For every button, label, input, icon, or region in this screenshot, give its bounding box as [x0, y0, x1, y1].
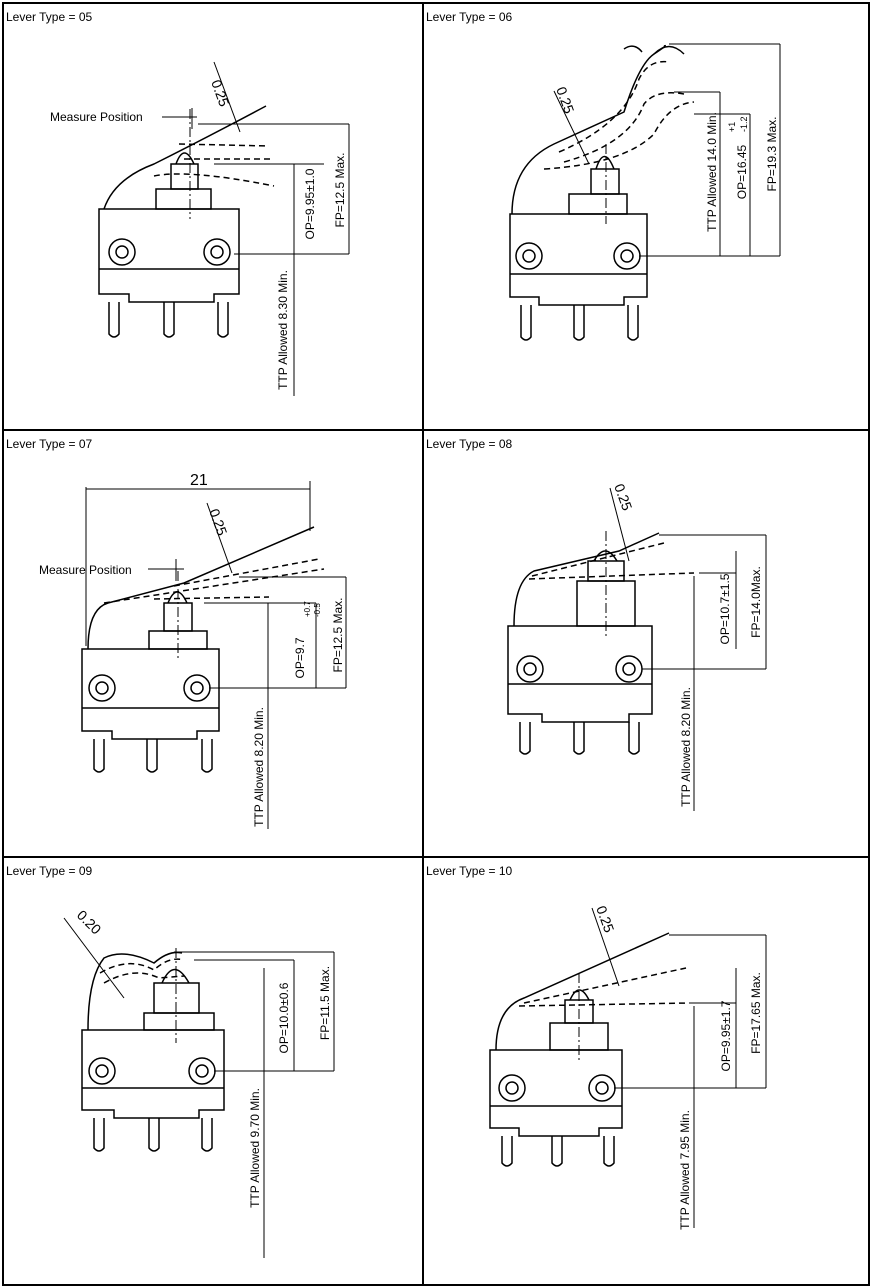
panel-lever-07: Lever Type = 07 [4, 431, 422, 856]
panel-title: Lever Type = 08 [426, 437, 513, 451]
fp-dimension: FP=17.65 Max. [749, 972, 763, 1054]
op-tolerance-upper: +1 [727, 122, 737, 132]
fp-dimension: FP=12.5 Max. [331, 597, 345, 672]
panel-title: Lever Type = 06 [426, 10, 513, 24]
ttp-dimension: TTP Allowed 14.0 Min. [705, 112, 719, 232]
op-dimension: OP=9.7 [293, 637, 307, 678]
panel-lever-05: Lever Type = 05 [4, 4, 422, 429]
panel-title: Lever Type = 09 [6, 864, 93, 878]
op-dimension: OP=9.95±1.0 [303, 168, 317, 239]
length-dimension: 21 [190, 472, 208, 489]
panel-lever-10: Lever Type = 10 [424, 858, 868, 1282]
panel-lever-09: Lever Type = 09 [4, 858, 422, 1282]
thickness-label: 0.25 [206, 507, 230, 538]
row-divider-2 [2, 856, 868, 858]
switch-drawing: 0.20 OP=10.0±0.6 FP=11.5 Max. TTP Allowe… [63, 907, 335, 1258]
thickness-label: 0.20 [74, 907, 105, 938]
switch-drawing: 21 Measure Position 0.25 OP=9.7 +0.7 -0.… [39, 472, 347, 829]
op-dimension: OP=10.7±1.5 [718, 573, 732, 644]
fp-dimension: FP=14.0Max. [749, 566, 763, 638]
measure-position-label: Measure Position [50, 110, 143, 124]
panel-lever-08: Lever Type = 08 [424, 431, 868, 856]
ttp-dimension: TTP Allowed 7.95 Min. [678, 1110, 692, 1230]
row-divider-1 [2, 429, 868, 431]
fp-dimension: FP=11.5 Max. [318, 966, 332, 1040]
panel-title: Lever Type = 07 [6, 437, 93, 451]
ttp-dimension: TTP Allowed 8.30 Min. [276, 270, 290, 390]
op-dimension: OP=9.95±1.7 [719, 1000, 733, 1071]
panel-title: Lever Type = 05 [6, 10, 93, 24]
switch-drawing: Measure Position 0.25 OP=9.95±1.0 FP=12.… [50, 61, 350, 396]
panel-title: Lever Type = 10 [426, 864, 513, 878]
op-tolerance-lower: -0.5 [313, 603, 322, 617]
ttp-dimension: TTP Allowed 8.20 Min. [679, 687, 693, 807]
fp-dimension: FP=12.5 Max. [333, 152, 347, 227]
op-tolerance-upper: +0.7 [303, 601, 312, 617]
fp-dimension: FP=19.3 Max. [765, 116, 779, 191]
center-divider [422, 2, 424, 1284]
panel-lever-06: Lever Type = 06 [424, 4, 868, 429]
measure-position-label: Measure Position [39, 563, 132, 577]
thickness-label: 0.25 [593, 904, 617, 935]
switch-drawing: 0.25 OP=9.95±1.7 FP=17.65 Max. TTP Allow… [489, 904, 767, 1230]
ttp-dimension: TTP Allowed 9.70 Min. [248, 1088, 262, 1208]
thickness-label: 0.25 [553, 85, 577, 116]
op-dimension: OP=16.45 [735, 144, 749, 199]
op-dimension: OP=10.0±0.6 [277, 982, 291, 1053]
op-tolerance-lower: -1.2 [739, 116, 749, 132]
ttp-dimension: TTP Allowed 8.20 Min. [252, 707, 266, 827]
switch-drawing: 0.25 OP=10.7±1.5 FP=14.0Max. TTP Allowed… [507, 482, 767, 811]
thickness-label: 0.25 [208, 78, 232, 109]
switch-drawing: 0.25 TTP Allowed 14.0 Min. OP=16.45 +1 -… [509, 43, 781, 341]
